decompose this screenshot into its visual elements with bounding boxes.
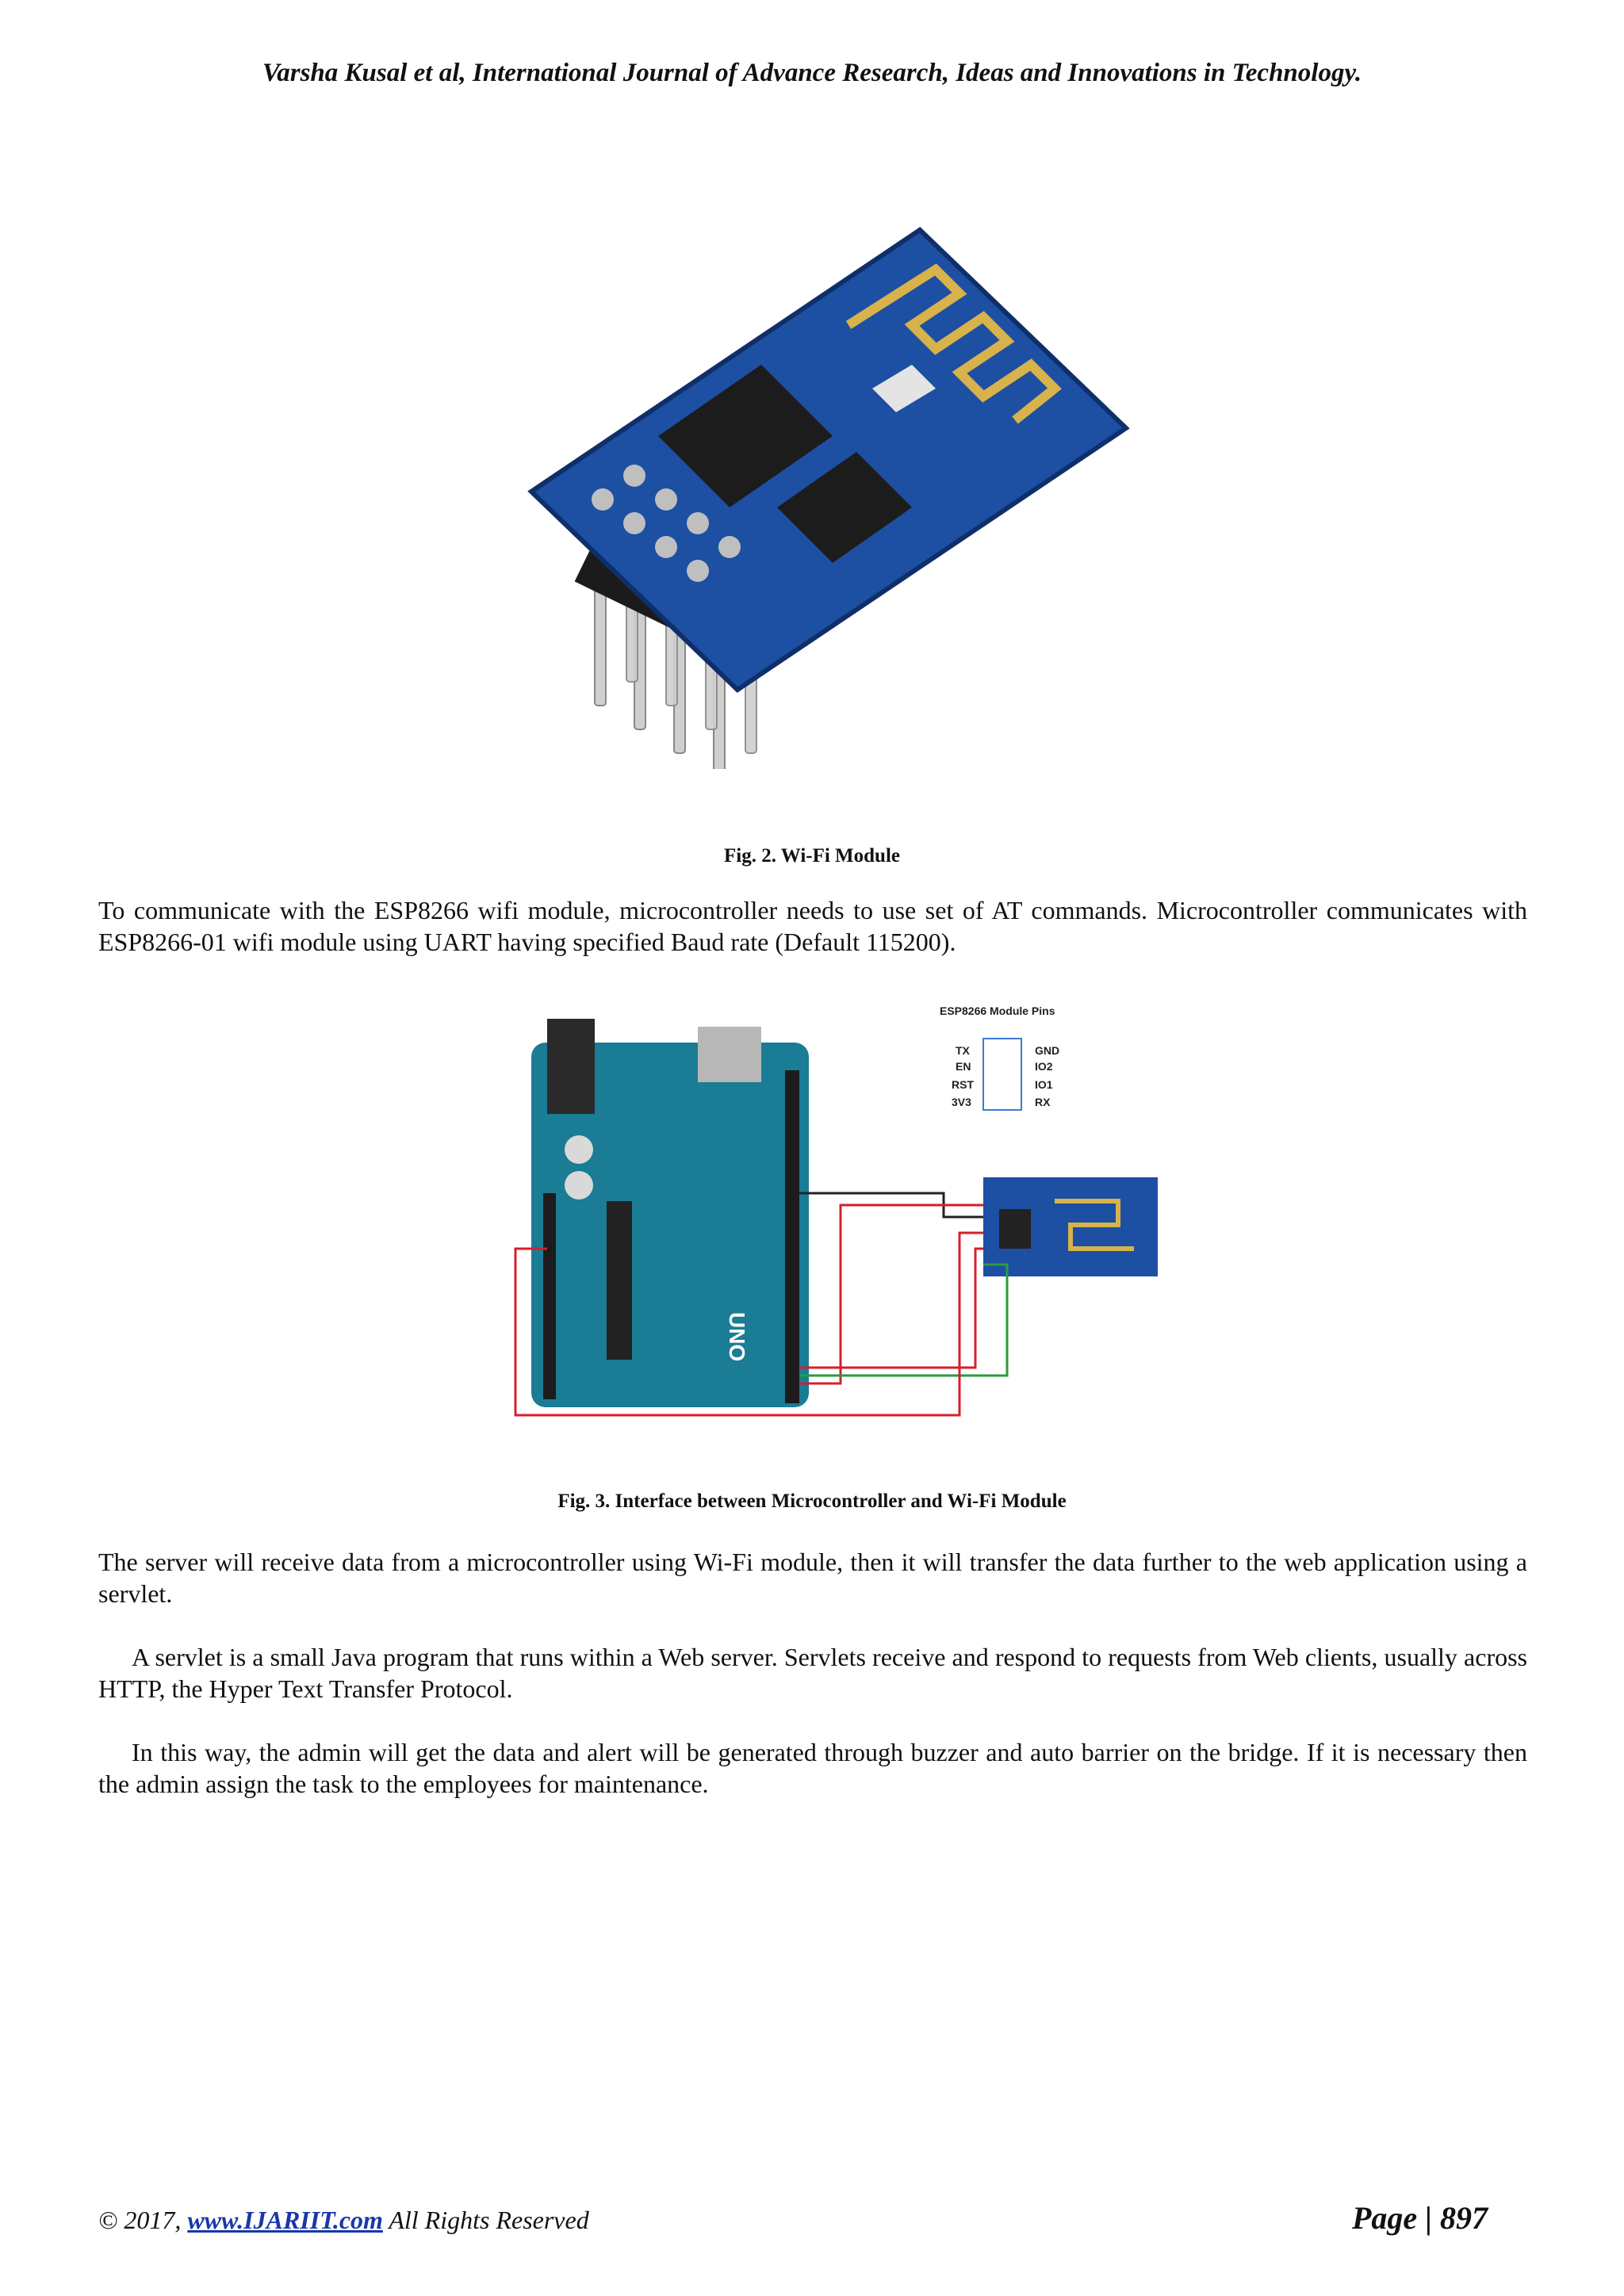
pins-title: ESP8266 Module Pins: [940, 1004, 1055, 1017]
crystal: [872, 365, 936, 412]
arduino-board: UNO: [531, 1019, 809, 1407]
paragraph-2: The server will receive data from a micr…: [98, 1548, 1527, 1608]
main-chip: [658, 365, 833, 507]
svg-text:EN: EN: [956, 1060, 971, 1073]
antenna-trace: [845, 263, 1062, 424]
svg-text:RX: RX: [1035, 1096, 1051, 1108]
svg-text:TX: TX: [956, 1044, 971, 1057]
esp-pins-table: ESP8266 Module Pins TX EN RST 3V3 GND IO…: [940, 1004, 1059, 1111]
figure-2-caption: Fig. 2. Wi-Fi Module: [724, 845, 900, 867]
paragraph-3: A servlet is a small Java program that r…: [98, 1643, 1527, 1703]
flash-chip: [777, 452, 912, 563]
figure-3-caption: Fig. 3. Interface between Microcontrolle…: [557, 1490, 1067, 1512]
copyright-suffix: All Rights Reserved: [382, 2206, 589, 2234]
svg-text:RST: RST: [952, 1078, 974, 1091]
svg-text:3V3: 3V3: [952, 1096, 971, 1108]
pcb-board: [527, 227, 1130, 693]
wiring: [514, 1192, 1009, 1417]
board-label: UNO: [725, 1312, 749, 1361]
copyright-prefix: © 2017,: [98, 2206, 188, 2234]
page-number: Page | 897: [1352, 2200, 1488, 2236]
journal-link[interactable]: www.IJARIIT.com: [187, 2206, 383, 2234]
svg-text:IO2: IO2: [1035, 1060, 1053, 1073]
svg-text:IO1: IO1: [1035, 1078, 1053, 1091]
svg-text:GND: GND: [1035, 1044, 1059, 1057]
figure-interface-diagram: UNO ESP8266 Module Pins TX EN RST 3V3 GN…: [514, 1004, 1158, 1417]
esp-module: [983, 1177, 1158, 1276]
paragraph-1: To communicate with the ESP8266 wifi mod…: [98, 896, 1527, 956]
running-head: Varsha Kusal et al, International Journa…: [262, 59, 1362, 87]
footer-copyright: © 2017, www.IJARIIT.com All Rights Reser…: [98, 2206, 589, 2235]
paragraph-4: In this way, the admin will get the data…: [98, 1738, 1527, 1798]
figure-wifi-module-photo: [527, 227, 1130, 769]
